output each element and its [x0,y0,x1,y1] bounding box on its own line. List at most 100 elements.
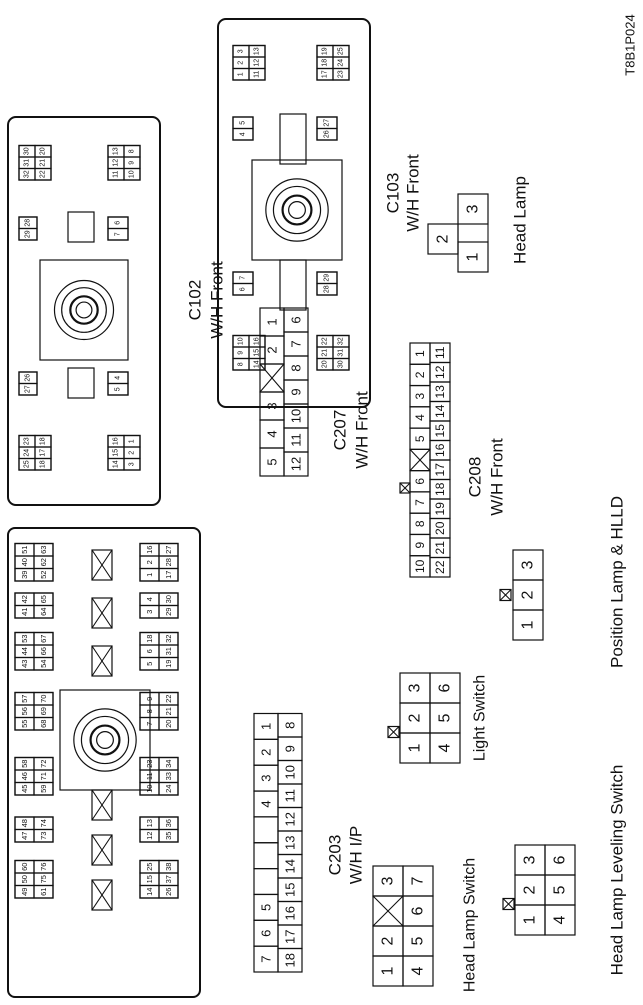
pin-number: 3 [238,49,245,53]
pin-number: 12 [289,457,304,471]
pin-number: 23 [24,437,31,445]
pin-cavity [18,216,38,230]
c102-slot [67,367,95,399]
pin-number: 2 [413,371,427,378]
lock-tab-cross [399,482,411,494]
pin-number: 24 [338,59,345,67]
pin-number: 65 [39,595,48,603]
pin-cavity [232,116,254,130]
connector-center-boss [53,279,115,341]
pin-number: 2 [238,61,245,65]
c207-desc: W/H Front [353,391,372,469]
lock-tab [499,588,512,602]
blank-cross [259,363,285,393]
pin-number: 58 [20,760,29,768]
pin-number: 30 [24,147,31,155]
pin-group: 45 [232,116,254,141]
blank-cross [91,789,113,821]
pin-number: 68 [39,720,48,728]
pin-number: 19 [164,660,173,668]
pin-number: 2 [259,749,274,756]
pin-number: 13 [254,47,261,55]
boss-ring [73,708,137,772]
pin-number: 2 [520,590,537,599]
pin-group: 67 [232,271,254,296]
pin-cavity [158,631,179,646]
pin-number: 9 [283,745,298,752]
pin-number: 28 [324,285,331,293]
blank-cross [91,597,113,629]
pin-number: 1 [465,252,482,261]
pin-number: 66 [39,647,48,655]
c102-center-frame [39,259,129,361]
c203-name: C203 [326,835,345,876]
pin-number: 6 [145,649,154,653]
boss-ring [288,201,306,219]
pin-group: 76 [107,216,129,241]
pin-cavity [248,334,266,348]
pin-number: 5 [145,662,154,666]
pin-number: 52 [39,571,48,579]
boss-ring [96,731,114,749]
c201-housing [7,527,201,998]
pin-number: 29 [324,274,331,282]
pin-number: 27 [25,385,32,393]
c201-blank [91,597,113,629]
pin-number: 3 [259,775,274,782]
pin-number: 24 [164,785,173,793]
lock-tab-box [399,482,411,494]
pin-cavity [253,712,279,740]
pin-number: 12 [113,159,120,167]
pin-number: 6 [552,855,569,864]
pin-number: 6 [289,316,304,323]
pin-number: 20 [433,521,447,535]
pin-cavity [158,859,179,874]
pin-number: 25 [338,47,345,55]
pin-number: 75 [39,875,48,883]
pin-cavity-empty [253,867,279,896]
pin-number: 30 [164,595,173,603]
pin-number: 8 [238,362,245,366]
pin-number: 12 [145,832,154,840]
pin-number: 11 [254,71,261,78]
lock-tab-cross [499,589,512,601]
pin-cavity [33,592,54,607]
pin-number: 60 [20,863,29,871]
pin-number: 1 [238,72,245,76]
pin-cavity [33,631,54,646]
pin-number: 76 [39,863,48,871]
pin-number: 62 [39,558,48,566]
boss-ring [80,715,130,765]
blank-cross [372,895,404,927]
pin-number: 6 [259,930,274,937]
pin-number: 3 [380,876,397,885]
connector-c103: 1231112134567891014151617181923242526272… [217,18,423,408]
head-lamp-switch-label: Head Lamp Switch [462,858,479,992]
pin-number: 7 [289,340,304,347]
boss-ring [69,295,99,325]
pin-number: 13 [113,147,120,155]
pin-number: 5 [240,121,247,125]
pin-number: 74 [39,819,48,827]
pin-number: 28 [164,558,173,566]
pin-number: 5 [552,885,569,894]
pin-number: 2 [522,885,539,894]
pin-number: 1 [259,723,274,730]
blank-cross [91,549,113,581]
pin-number: 4 [115,376,122,380]
pin-number: 61 [39,888,48,896]
pin-number: 3 [465,204,482,213]
c102-slot [67,211,95,243]
pin-number: 15 [283,883,298,897]
pin-number: 73 [39,832,48,840]
pin-number: 19 [433,502,447,516]
pin-cavity-empty [253,816,279,844]
boss-ring [61,287,107,333]
